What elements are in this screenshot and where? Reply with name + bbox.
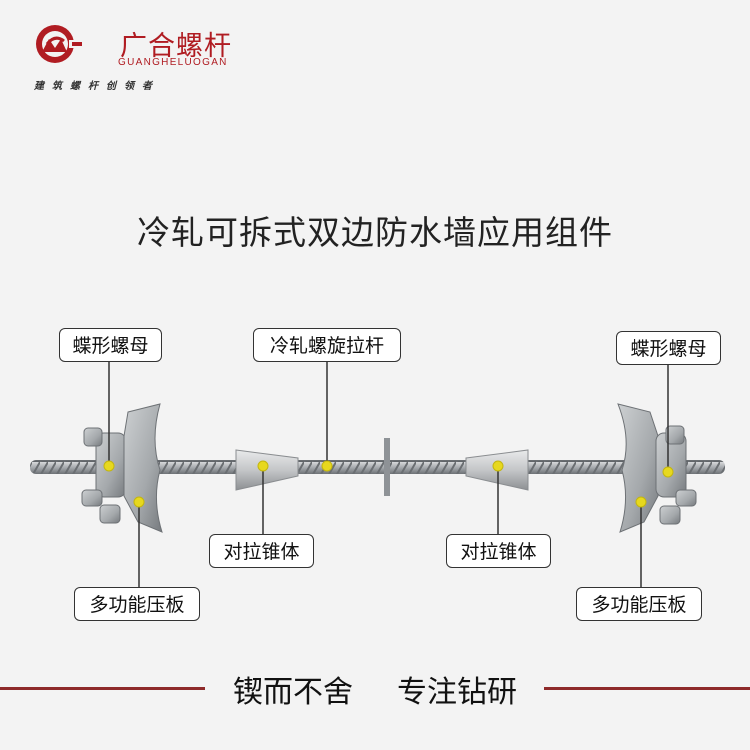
marker-dot [635, 496, 647, 508]
left-cone [235, 449, 299, 491]
label-left-wing-nut: 蝶形螺母 [59, 328, 162, 362]
marker-dots [103, 460, 674, 508]
label-left-cone: 对拉锥体 [209, 534, 314, 568]
brand-logo-icon [36, 25, 85, 63]
footer-line-right [544, 687, 750, 690]
footer-right-text: 专注钻研 [397, 675, 517, 710]
marker-dot [321, 460, 333, 472]
label-left-plate: 多功能压板 [74, 587, 200, 621]
marker-dot [257, 460, 269, 472]
footer-line-left [0, 687, 205, 690]
label-rod: 冷轧螺旋拉杆 [253, 328, 401, 362]
brand-name: 广合螺杆 [120, 31, 232, 62]
marker-dot [662, 466, 674, 478]
left-wing-nut [81, 427, 127, 524]
left-pressure-plate [123, 403, 163, 533]
water-stop-disc [384, 438, 390, 496]
threaded-rod [30, 460, 725, 474]
brand-pinyin: GUANGHELUOGAN [118, 57, 228, 68]
right-pressure-plate [617, 403, 659, 533]
page-title: 冷轧可拆式双边防水墙应用组件 [137, 213, 613, 252]
label-right-wing-nut: 蝶形螺母 [616, 331, 721, 365]
marker-dot [492, 460, 504, 472]
marker-dot [103, 460, 115, 472]
leader-lines [108, 362, 669, 590]
brand-slogan: 建筑螺杆创领者 [34, 81, 160, 92]
marker-dot [133, 496, 145, 508]
brand-block: 广合螺杆 GUANGHELUOGAN 建筑螺杆创领者 [32, 22, 232, 102]
footer-slogan: 锲而不舍 专注钻研 [0, 667, 750, 711]
label-right-plate: 多功能压板 [576, 587, 702, 621]
label-right-cone: 对拉锥体 [446, 534, 551, 568]
right-wing-nut [655, 425, 697, 525]
footer-left-text: 锲而不舍 [233, 675, 353, 710]
